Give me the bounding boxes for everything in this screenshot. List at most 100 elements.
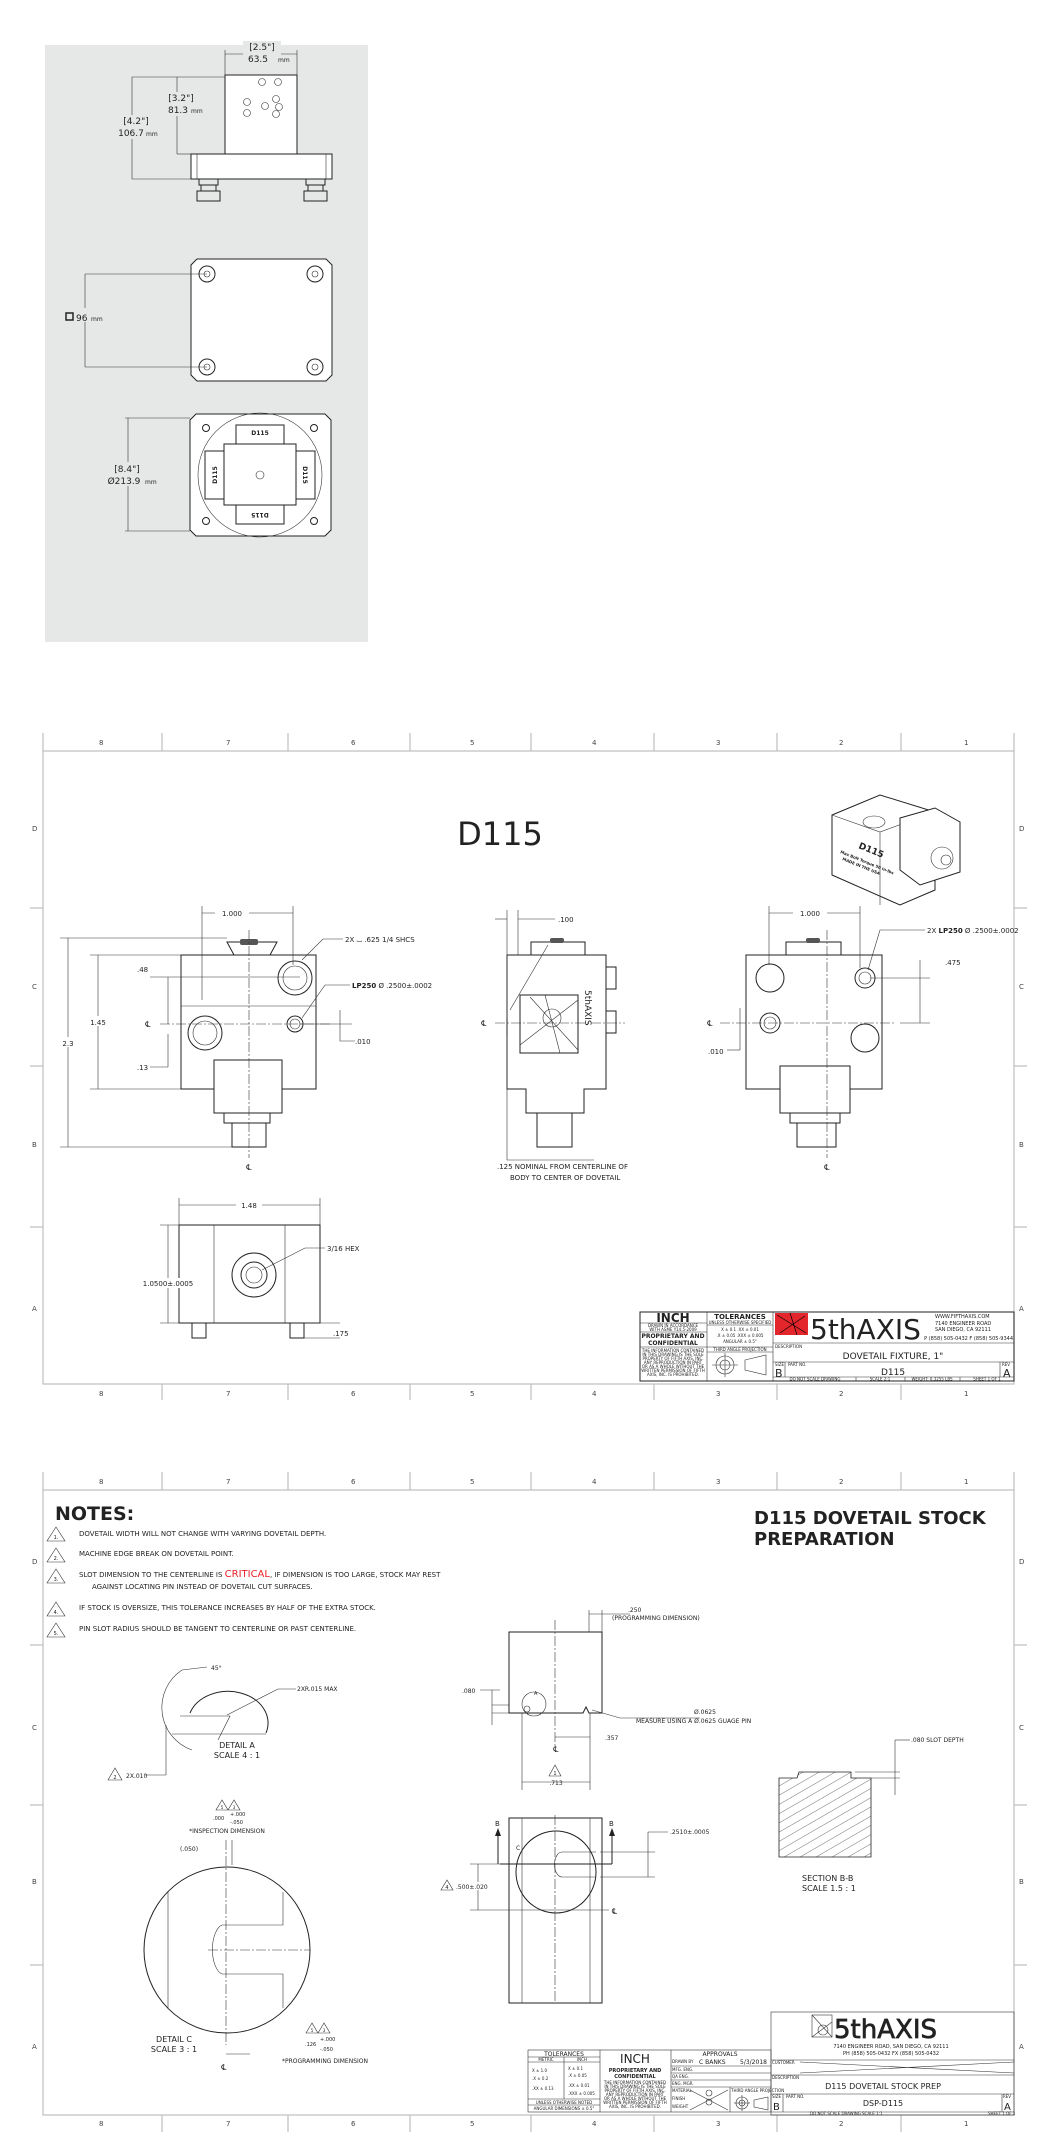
diameter-mm: Ø213.9: [108, 476, 141, 487]
dim-050: (.050): [180, 1846, 198, 1853]
zone-label: A: [1019, 2043, 1024, 2051]
zone-label: A: [1019, 1305, 1024, 1313]
zone-labels-bottom: 8 7 6 5 4 3 2 1: [99, 2120, 968, 2128]
projection-label: THIRD ANGLE PROJECTION: [730, 2088, 784, 2093]
stock-side-view: A .250 (PROGRAMMING DIMENSION) .080 Ø.06…: [462, 1607, 751, 1790]
zone-label: D: [32, 1558, 37, 1566]
centerline-symbol: ℄: [824, 1163, 830, 1172]
scale-value: SCALE 1:1: [862, 2111, 883, 2116]
centerline-symbol: ℄: [481, 1019, 487, 1028]
notice-line: OR AS A WHOLE WITHOUT THE: [642, 1364, 705, 1369]
notes-section: NOTES: 1. DOVETAIL WIDTH WILL NOT CHANGE…: [46, 1503, 441, 1638]
part-no-label: PART NO.: [786, 2094, 804, 2099]
description-value: DOVETAIL FIXTURE, 1": [843, 1352, 944, 1362]
notice-line: THE INFORMATION CONTAINED: [603, 2080, 666, 2085]
title-block: 5thAXIS 7140 ENGINEER ROAD, SAN DIEGO, C…: [527, 2011, 1016, 2116]
inch-tolerance: .X ± 0.05: [568, 2073, 587, 2078]
zone-label: B: [1019, 1878, 1024, 1886]
note-item: 5. PIN SLOT RADIUS SHOULD BE TANGENT TO …: [46, 1622, 356, 1638]
unit-label: mm: [145, 479, 157, 486]
logo-text: 5thAXIS: [834, 2015, 937, 2045]
note-ref-triangle-icon: [215, 1799, 241, 1811]
note-ref: 3: [323, 2028, 326, 2033]
zone-label: 5: [470, 739, 474, 747]
section-label: SECTION B-B: [802, 1874, 853, 1883]
no-scale-note: DO NOT SCALE DRAWING: [810, 2111, 861, 2116]
asme-note: WITH ASME Y14.5-2009: [649, 1327, 697, 1332]
notice-line: OR AS A WHOLE WITHOUT THE: [604, 2096, 667, 2101]
height-mm: 81.3: [168, 106, 188, 116]
overview-fixture-view: D115 D115 D115 D115 [8.4"] Ø213.9 mm: [100, 412, 332, 538]
dim-010: 2X.010: [126, 1773, 147, 1780]
angular-tolerance: ANGULAR DIMENSIONS ± 0.5°: [534, 2106, 595, 2111]
section-b-label: B: [495, 1820, 500, 1828]
front-view: 1.000 2X ⌴ .625 1/4 SHCS LP250 Ø .2500±.…: [60, 906, 432, 1172]
size-label: SIZE: [775, 1362, 784, 1367]
zone-label: 3: [716, 1478, 720, 1486]
note-ref: 1: [553, 1771, 556, 1777]
top-view: 1.48 1.0500±.0005 3/16 HEX .175: [140, 1198, 360, 1339]
sheet-border: [42, 750, 1015, 1385]
centerline-symbol: ℄: [145, 1020, 151, 1029]
zone-labels-bottom: 8 7 6 5 4 3 2 1: [99, 1390, 968, 1398]
rev-value: A: [1004, 2102, 1011, 2113]
description-value: D115 DOVETAIL STOCK PREP: [825, 2082, 941, 2091]
dim-height: 1.0500±.0005: [143, 1280, 193, 1288]
zone-labels-top: 8 7 6 5 4 3 2 1: [99, 1478, 968, 1486]
dim-width: 1.000: [222, 910, 242, 918]
zone-label: 4: [592, 739, 597, 747]
approvals-label: APPROVALS: [702, 2051, 737, 2058]
rev-label: REV: [1002, 1362, 1010, 1367]
note-text: , IF DIMENSION IS TOO LARGE, STOCK MAY R…: [270, 1571, 441, 1579]
proprietary-label: CONFIDENTIAL: [614, 2074, 656, 2080]
size-value: B: [773, 2102, 780, 2113]
zone-label: 2: [839, 1478, 843, 1486]
zone-label: 8: [99, 2120, 103, 2128]
stock-front-view: B B C .2510±.0005 4 .500±.020 ℄: [440, 1815, 710, 2004]
shcs-callout: 2X ⌴ .625 1/4 SHCS: [345, 936, 415, 944]
zone-label: 7: [226, 1478, 230, 1486]
fifth-axis-logo: 5thAXIS: [811, 2015, 937, 2045]
detail-scale: SCALE 4 : 1: [214, 1751, 260, 1760]
zone-label: 4: [592, 1390, 597, 1398]
tolerances-note: UNLESS OTHERWISE NOTED: [536, 2100, 592, 2105]
dim-010: .010: [355, 1038, 371, 1046]
dovetail-module-top: D115: [235, 424, 285, 445]
size-label: SIZE: [772, 2094, 781, 2099]
inspection-dimension-label: *INSPECTION DIMENSION: [189, 1828, 265, 1835]
svg-text:SLOT DIMENSION TO THE CENTERLI: SLOT DIMENSION TO THE CENTERLINE IS CRIT…: [79, 1569, 441, 1580]
width-inches: [2.5"]: [249, 43, 274, 53]
zone-label: D: [32, 825, 37, 833]
units-label: INCH: [656, 1311, 689, 1325]
height-inches: [3.2"]: [168, 94, 193, 104]
zone-label: 6: [351, 1478, 356, 1486]
dim-48: .48: [137, 966, 148, 974]
tolerances-label: TOLERANCES: [543, 2051, 584, 2058]
third-angle-projection-icon: [734, 2095, 769, 2111]
zone-label: C: [32, 983, 37, 991]
metric-tolerance: .X ± 0.2: [532, 2076, 549, 2081]
proprietary-notice: THE INFORMATION CONTAINED IN THIS DRAWIN…: [603, 2080, 667, 2109]
tolerances-label: TOLERANCES: [714, 1313, 766, 1321]
section-b-b: .080 SLOT DEPTH SECTION B-B SCALE 1.5 : …: [778, 1737, 964, 1893]
fifth-axis-logo: 5thAXIS: [582, 990, 592, 1026]
logo-text: 5thAXIS: [810, 1313, 921, 1346]
zone-label: 7: [226, 739, 230, 747]
note-text: MACHINE EDGE BREAK ON DOVETAIL POINT.: [79, 1550, 234, 1558]
units-label: INCH: [620, 2052, 650, 2066]
dim-080: .080: [462, 1688, 476, 1695]
detail-c: 5 3 +.000 .000 -.050 *INSPECTION DIMENSI…: [143, 1799, 368, 2072]
dim-475: .475: [945, 959, 961, 967]
zone-label: 4: [592, 1478, 597, 1486]
detail-label: DETAIL C: [156, 2035, 192, 2044]
asme-note: DRAWN IN ACCORDANCE: [648, 1323, 699, 1328]
dim-diameter: Ø.0625: [694, 1709, 716, 1716]
note-number: 4.: [54, 1610, 59, 1616]
centerline-symbol: ℄: [707, 1019, 713, 1028]
dim-175: .175: [333, 1330, 349, 1338]
notice-line: PROPERTY OF FIFTH AXIS, INC.: [642, 1356, 703, 1361]
zone-label: B: [32, 1141, 37, 1149]
zone-label: 2: [839, 1390, 843, 1398]
fifth-axis-logo: 5thAXIS: [775, 1312, 921, 1346]
